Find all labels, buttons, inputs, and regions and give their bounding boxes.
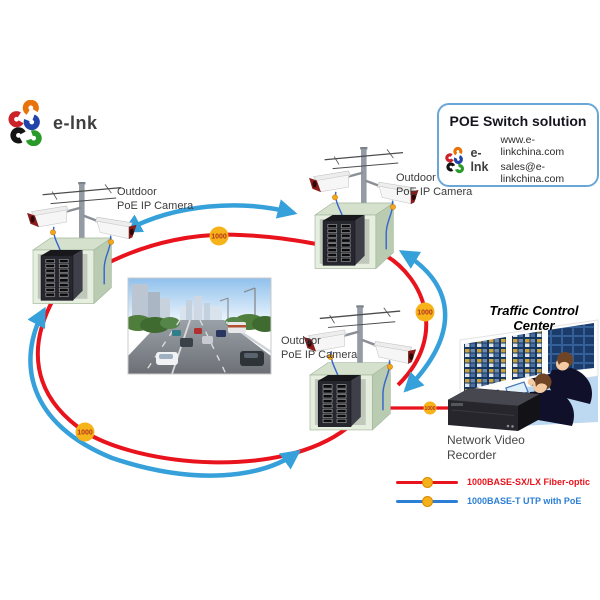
legend-utp-line (396, 495, 458, 507)
poe-camera-station-bottom (303, 304, 417, 432)
e-lnk-logo-icon (8, 100, 46, 146)
brand-logo: e-lnk (8, 100, 98, 146)
badge-nvr-link: 1000 (424, 406, 435, 412)
utp-link-top (121, 199, 298, 233)
badge-top: 1000 (211, 234, 227, 241)
utp-link-bottom (27, 306, 301, 478)
infobox-brand-logo: e-lnk (445, 144, 495, 176)
legend-fiber-dot (422, 476, 433, 488)
camera-label-top: Outdoor PoE IP Camera (396, 172, 473, 198)
legend-utp-dot (422, 495, 433, 507)
utp-ring (27, 199, 448, 478)
camera-label-left: Outdoor PoE IP Camera (117, 186, 194, 212)
legend-fiber-row: 1000BASE-SX/LX Fiber-optic (396, 476, 590, 488)
poe-solution-box: POE Switch solution e-lnk www.e-linkchin… (437, 103, 599, 187)
brand-name: e-lnk (53, 112, 98, 133)
legend-fiber-line (396, 476, 458, 488)
email-text: sales@e-linkchina.com (500, 161, 565, 185)
badge-bottom: 1000 (77, 430, 93, 437)
legend-utp-row: 1000BASE-T UTP with PoE (396, 495, 590, 507)
control-center-title: Traffic Control Center (489, 303, 579, 333)
nvr-label: Network Video Recorder (447, 433, 525, 462)
badge-right: 1000 (417, 310, 433, 317)
legend-utp-label: 1000BASE-T UTP with PoE (467, 496, 582, 506)
legend: 1000BASE-SX/LX Fiber-optic 1000BASE-T UT… (396, 476, 590, 507)
speed-badges: 1000 1000 1000 1000 (75, 226, 437, 442)
camera-label-bottom: Outdoor PoE IP Camera (281, 335, 358, 361)
poe-camera-station-top (308, 145, 420, 270)
fiber-link-top (97, 232, 323, 270)
website-text: www.e-linkchina.com (500, 134, 565, 158)
utp-link-right (398, 250, 448, 393)
poe-solution-title: POE Switch solution (449, 113, 587, 129)
legend-fiber-label: 1000BASE-SX/LX Fiber-optic (467, 477, 591, 487)
infobox-brand-name: e-lnk (470, 145, 489, 174)
nvr-device (447, 387, 541, 431)
highway-photo (127, 277, 272, 375)
